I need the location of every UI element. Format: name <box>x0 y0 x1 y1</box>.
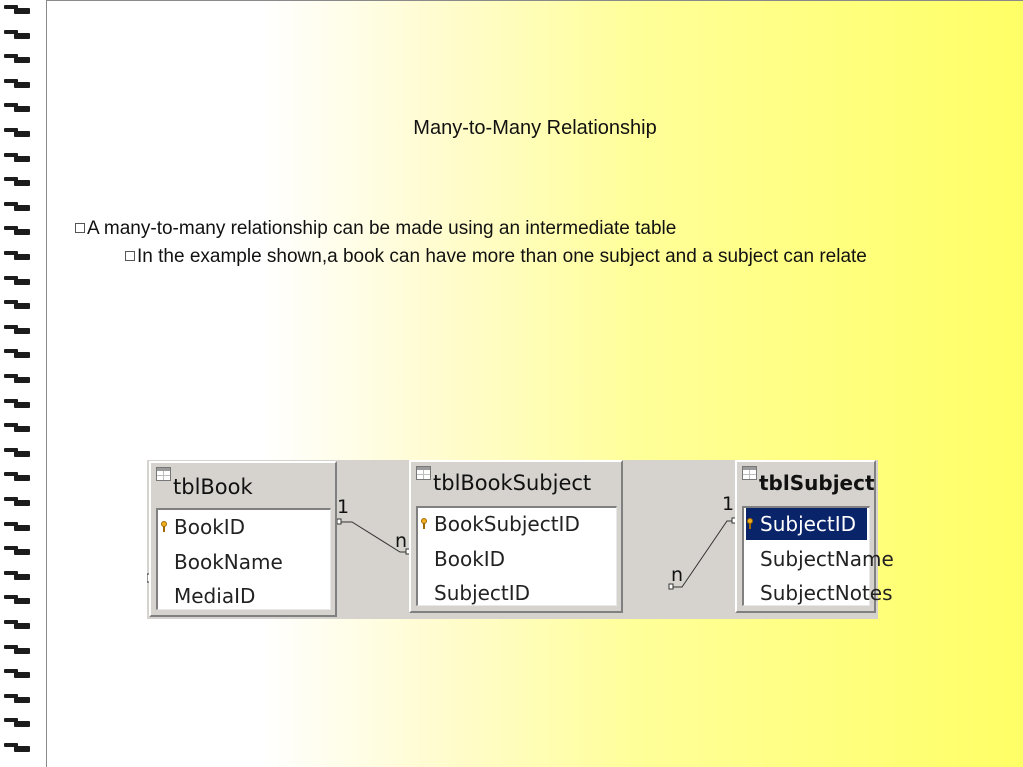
binding-ring <box>4 299 30 313</box>
table-icon <box>416 466 431 480</box>
relationship-diagram: tblBook BookID BookName MediaID tblBookS… <box>147 460 894 619</box>
field-name: BookID <box>174 515 246 539</box>
bullet-line-2: In the example shown,a book can have mor… <box>125 246 867 268</box>
field-name: SubjectNotes <box>760 581 893 605</box>
field-row[interactable]: BookName <box>160 546 328 578</box>
field-row-selected[interactable]: SubjectID <box>746 508 867 540</box>
binding-ring <box>4 496 30 510</box>
bullet-icon <box>75 223 85 233</box>
bullet-icon <box>125 251 135 261</box>
binding-ring <box>4 127 30 141</box>
field-list[interactable]: SubjectID SubjectName SubjectNotes <box>742 506 894 609</box>
table-header[interactable]: tblBookSubject <box>411 462 621 502</box>
binding-ring <box>4 521 30 535</box>
table-tblbook[interactable]: tblBook BookID BookName MediaID <box>149 461 337 617</box>
binding-ring <box>4 275 30 289</box>
field-row[interactable]: BookID <box>160 511 328 543</box>
binding-ring <box>4 644 30 658</box>
field-name: BookName <box>174 550 283 574</box>
spiral-binding <box>0 0 46 767</box>
field-row[interactable]: BookID <box>420 543 614 575</box>
field-name: BookID <box>434 547 506 571</box>
binding-ring <box>4 152 30 166</box>
binding-ring <box>4 373 30 387</box>
binding-ring <box>4 422 30 436</box>
binding-ring <box>4 398 30 412</box>
binding-ring <box>4 225 30 239</box>
table-header[interactable]: tblSubject <box>737 462 875 502</box>
relationship-one-label: 1 <box>722 493 735 515</box>
binding-ring <box>4 78 30 92</box>
binding-ring <box>4 250 30 264</box>
binding-ring <box>4 668 30 682</box>
table-icon <box>156 467 171 481</box>
field-name: SubjectName <box>760 547 894 571</box>
table-name: tblBookSubject <box>433 471 592 495</box>
primary-key-icon <box>421 518 428 529</box>
field-name: MediaID <box>174 584 256 608</box>
field-list[interactable]: BookSubjectID BookID SubjectID <box>416 506 617 606</box>
binding-ring <box>4 545 30 559</box>
binding-ring <box>4 348 30 362</box>
slide: Many-to-Many Relationship A many-to-many… <box>46 0 1023 767</box>
field-name: SubjectID <box>760 512 857 536</box>
table-tblsubject[interactable]: tblSubject SubjectID SubjectName Subject… <box>735 460 894 613</box>
bullet-text: A many-to-many relationship can be made … <box>87 218 677 239</box>
field-name: SubjectID <box>434 581 531 605</box>
binding-ring <box>4 717 30 731</box>
relationship-one-label: 1 <box>337 496 350 518</box>
binding-ring <box>4 619 30 633</box>
table-tblbooksubject[interactable]: tblBookSubject BookSubjectID BookID Subj… <box>409 460 623 613</box>
binding-ring <box>4 176 30 190</box>
table-header[interactable]: tblBook <box>151 463 335 503</box>
binding-ring <box>4 693 30 707</box>
binding-ring <box>4 471 30 485</box>
binding-ring <box>4 4 30 18</box>
table-name: tblBook <box>173 475 253 499</box>
field-row[interactable]: SubjectName <box>746 543 894 575</box>
binding-ring <box>4 447 30 461</box>
slide-title: Many-to-Many Relationship <box>413 117 657 139</box>
primary-key-icon <box>747 518 754 529</box>
table-name: tblSubject <box>759 471 875 495</box>
bullet-line-1: A many-to-many relationship can be made … <box>75 218 676 240</box>
relationship-line-book <box>336 518 411 555</box>
binding-ring <box>4 102 30 116</box>
bullet-text: In the example shown,a book can have mor… <box>137 246 867 267</box>
binding-ring <box>4 324 30 338</box>
binding-ring <box>4 742 30 756</box>
field-list[interactable]: BookID BookName MediaID <box>156 508 331 610</box>
field-row[interactable]: SubjectID <box>420 577 614 609</box>
relationship-many-label: n <box>395 530 408 552</box>
relationship-many-label: n <box>671 564 684 586</box>
binding-ring <box>4 570 30 584</box>
field-row[interactable]: MediaID <box>160 580 328 612</box>
binding-ring <box>4 594 30 608</box>
binding-ring <box>4 201 30 215</box>
binding-ring <box>4 29 30 43</box>
field-name: BookSubjectID <box>434 512 580 536</box>
primary-key-icon <box>161 521 168 532</box>
binding-ring <box>4 53 30 67</box>
field-row[interactable]: SubjectNotes <box>746 577 893 609</box>
field-row[interactable]: BookSubjectID <box>420 508 614 540</box>
table-icon <box>742 466 757 480</box>
